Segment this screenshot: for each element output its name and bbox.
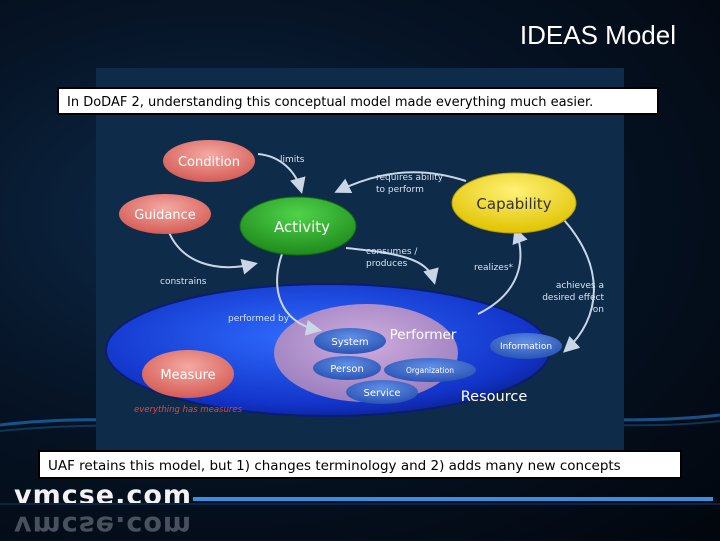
edge-label-requires-1: requires ability — [376, 173, 444, 183]
resource-label: Resource — [461, 389, 528, 405]
service-label: Service — [364, 388, 401, 399]
edge-label-achieves-3: on — [593, 305, 604, 315]
organization-label: Organization — [406, 366, 454, 375]
bottom-caption: UAF retains this model, but 1) changes t… — [38, 450, 682, 479]
edge-label-realizes: realizes* — [474, 263, 514, 273]
site-logo-reflection: vmcse.com — [14, 510, 192, 541]
slide-title: IDEAS Model — [520, 20, 676, 51]
footer-divider — [0, 503, 720, 505]
arrow-guidance-activity — [168, 230, 254, 267]
capability-label: Capability — [476, 195, 551, 213]
measures-note: everything has measures — [134, 405, 243, 415]
edge-label-requires-2: to perform — [376, 185, 424, 195]
edge-label-consumes-2: produces — [366, 259, 408, 269]
system-label: System — [331, 337, 368, 348]
edge-label-achieves-2: desired effect — [542, 293, 604, 303]
edge-label-constrains: constrains — [160, 277, 207, 287]
edge-label-achieves-1: achieves a — [556, 281, 604, 291]
guidance-label: Guidance — [134, 208, 196, 223]
person-label: Person — [330, 364, 364, 375]
condition-label: Condition — [178, 155, 240, 170]
logo-underline — [193, 497, 713, 501]
measure-label: Measure — [160, 368, 215, 383]
edge-label-limits: limits — [280, 155, 305, 165]
top-caption: In DoDAF 2, understanding this conceptua… — [57, 87, 659, 115]
edge-label-consumes-1: consumes / — [366, 247, 418, 257]
site-logo: vmcse.com — [14, 480, 192, 511]
ideas-diagram: Condition Guidance Activity Capability M… — [96, 68, 624, 458]
edge-label-performed-by: performed by — [228, 314, 290, 324]
performer-label: Performer — [390, 327, 457, 343]
activity-label: Activity — [274, 218, 330, 236]
information-label: Information — [500, 342, 552, 352]
